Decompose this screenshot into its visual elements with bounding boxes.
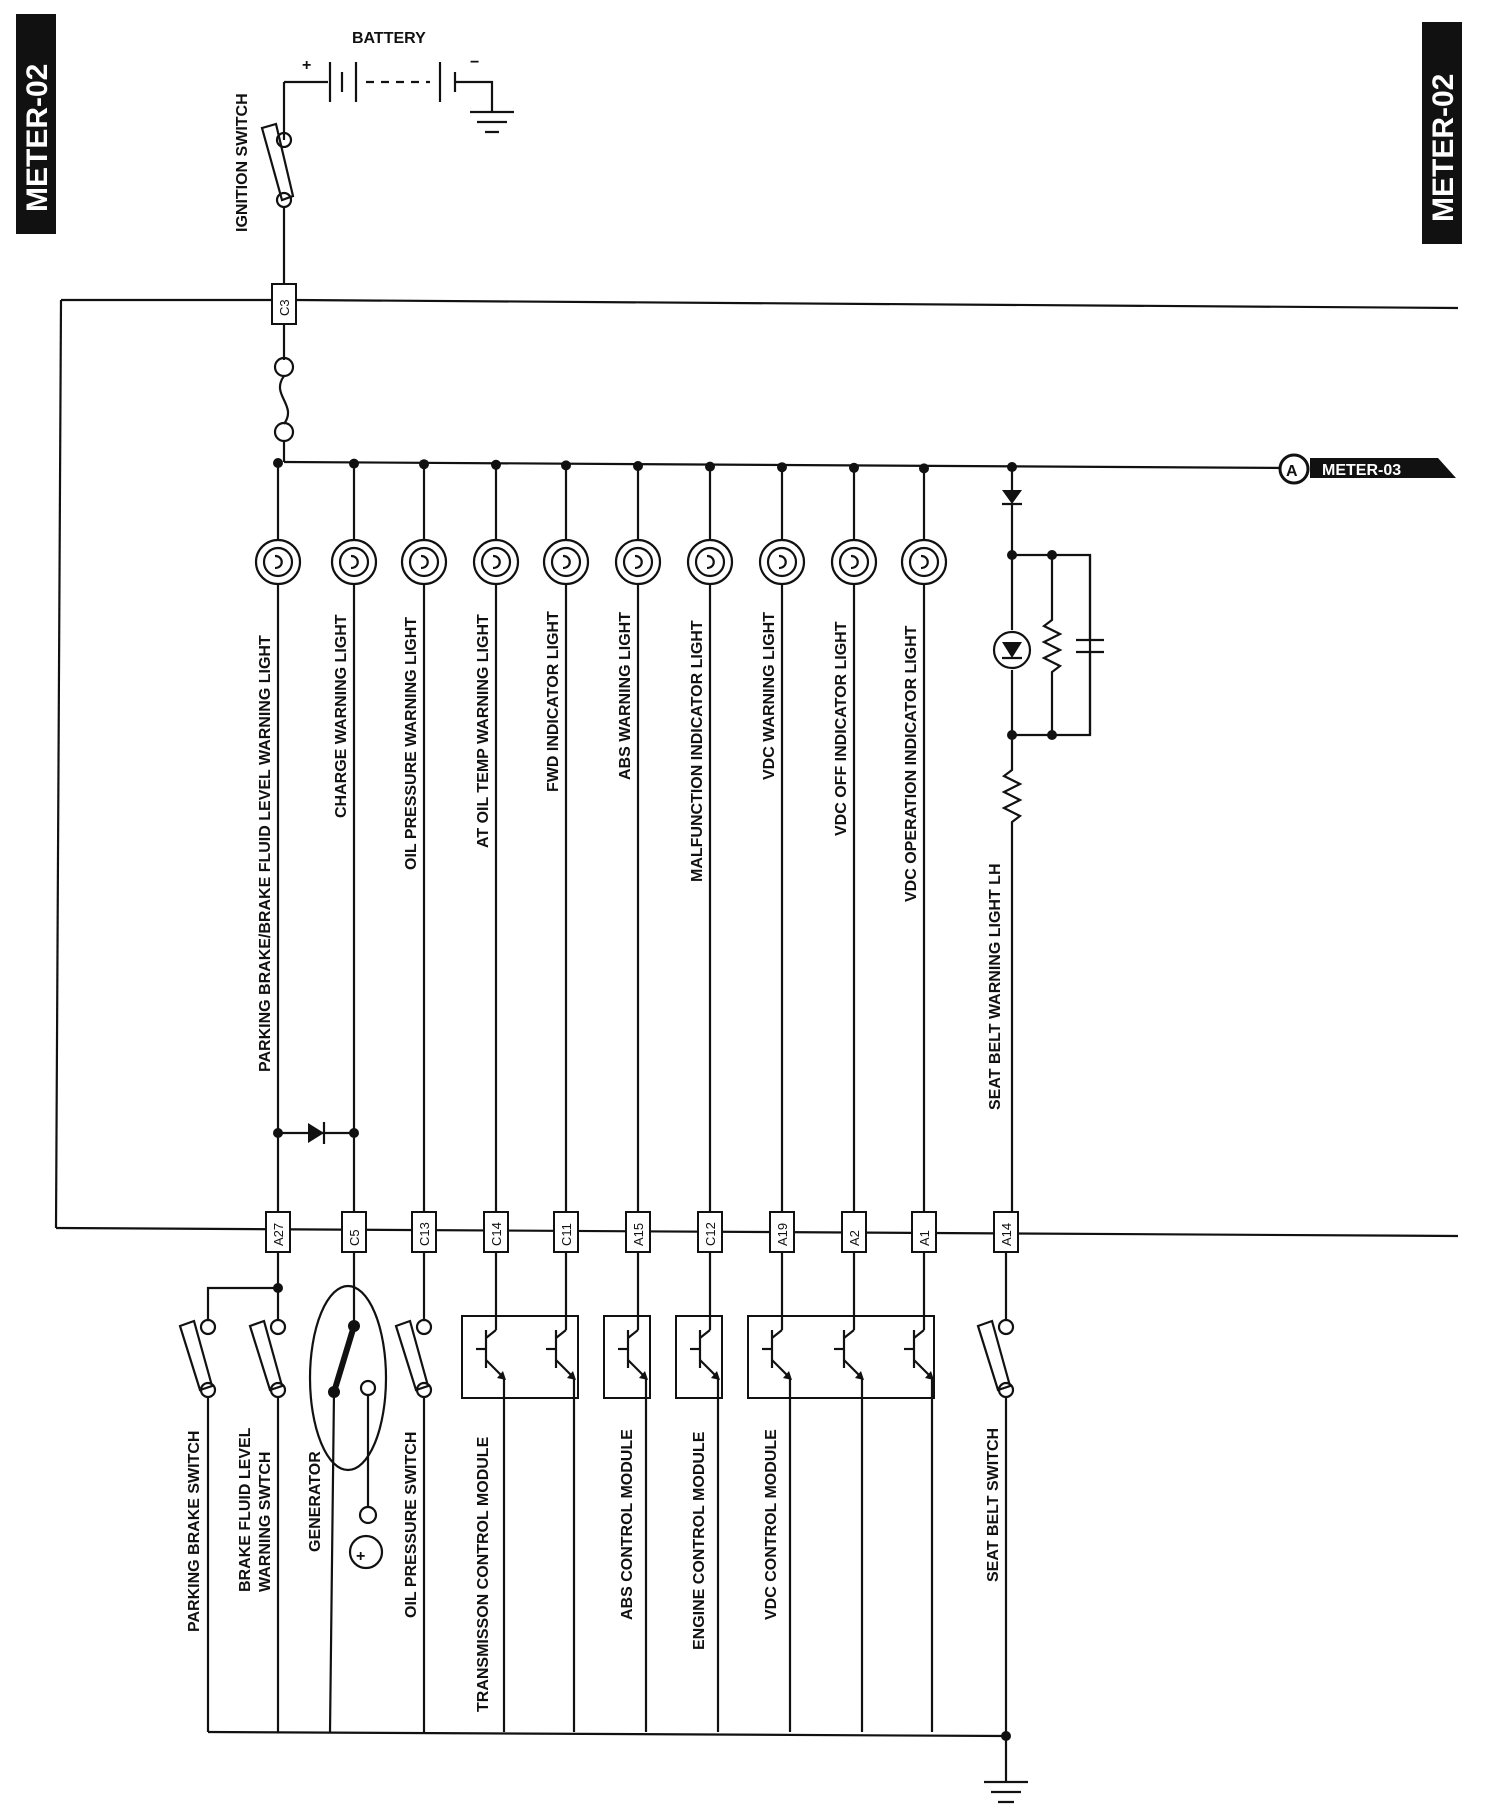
diode-charge-parking xyxy=(273,1122,359,1144)
connector-c14: C14 xyxy=(483,1211,509,1253)
lamp-column-6: ABS WARNING LIGHT xyxy=(614,461,662,1222)
brake-fluid-label-2: WARNING SWTCH xyxy=(257,1452,274,1592)
lamp-column-3: OIL PRESSURE WARNING LIGHT xyxy=(400,459,448,1222)
lamp-column-8: VDC WARNING LIGHT xyxy=(758,462,806,1222)
connector-label: A14 xyxy=(999,1223,1014,1246)
lamp-label-5: FWD INDICATOR LIGHT xyxy=(545,611,562,792)
connector-a2: A2 xyxy=(841,1211,867,1253)
brake-fluid-label-1: BRAKE FLUID LEVEL xyxy=(237,1427,254,1592)
generator-terminal-sign: + xyxy=(356,1548,365,1565)
connector-label: A15 xyxy=(631,1223,646,1246)
offpage-letter: A xyxy=(1286,463,1298,480)
seat-belt-switch-label: SEAT BELT SWITCH xyxy=(985,1428,1002,1582)
engine-control-module-box xyxy=(675,1252,723,1732)
lamp-bulb-icon xyxy=(686,538,734,586)
brake-fluid-level-switch: BRAKE FLUID LEVEL WARNING SWTCH xyxy=(237,1288,287,1732)
connector-c3-label: C3 xyxy=(277,299,292,316)
connector-label: A2 xyxy=(847,1230,862,1246)
connector-label: C13 xyxy=(417,1222,432,1246)
lamp-columns: PARKING BRAKE/BRAKE FLUID LEVEL WARNING … xyxy=(254,458,948,1222)
oil-pressure-switch: OIL PRESSURE SWITCH xyxy=(394,1252,433,1732)
seat-belt-switch: SEAT BELT SWITCH xyxy=(976,1252,1015,1732)
connector-a14: A14 xyxy=(993,1211,1019,1253)
page-tab-left: METER-02 xyxy=(16,14,56,234)
lamp-column-2: CHARGE WARNING LIGHT xyxy=(330,458,378,1222)
abs-module-label: ABS CONTROL MODULE xyxy=(619,1429,636,1620)
offpage-connector-meter-03: A METER-03 xyxy=(1278,453,1456,485)
connector-c5: C5 xyxy=(341,1211,367,1253)
connector-c11: C11 xyxy=(553,1211,579,1253)
bottom-connectors: A27 C5 C13 C14 C11 A15 C12 A19 A2 A1 A14 xyxy=(265,1211,1019,1253)
lamp-label-7: MALFUNCTION INDICATOR LIGHT xyxy=(689,620,706,882)
connector-a15: A15 xyxy=(625,1211,651,1253)
parking-brake-switch: PARKING BRAKE SWITCH xyxy=(178,1252,283,1732)
ignition-switch-symbol: IGNITION SWITCH xyxy=(234,93,295,232)
connector-label: A1 xyxy=(917,1230,932,1246)
connector-label: A27 xyxy=(271,1223,286,1246)
connector-label: C14 xyxy=(489,1222,504,1246)
lamp-label-9: VDC OFF INDICATOR LIGHT xyxy=(833,621,850,836)
connector-a1: A1 xyxy=(911,1211,937,1253)
vdc-module-label: VDC CONTROL MODULE xyxy=(763,1429,780,1620)
battery-symbol: BATTERY + − xyxy=(282,30,514,140)
connector-c13: C13 xyxy=(411,1211,437,1253)
ground-symbol xyxy=(984,1731,1028,1804)
lamp-column-7: MALFUNCTION INDICATOR LIGHT xyxy=(686,461,734,1222)
battery-label: BATTERY xyxy=(352,30,426,47)
fuse-symbol xyxy=(273,324,295,462)
lamp-bulb-icon xyxy=(614,538,662,586)
connector-a27: A27 xyxy=(265,1211,291,1253)
connector-a19: A19 xyxy=(769,1211,795,1253)
lamp-label-8: VDC WARNING LIGHT xyxy=(761,612,778,780)
oil-pressure-switch-label: OIL PRESSURE SWITCH xyxy=(403,1432,420,1618)
lamp-column-5: FWD INDICATOR LIGHT xyxy=(542,460,590,1222)
control-modules xyxy=(461,1252,935,1732)
lamp-column-4: AT OIL TEMP WARNING LIGHT xyxy=(472,459,520,1222)
connector-label: C11 xyxy=(559,1223,574,1246)
seat-belt-light-label: SEAT BELT WARNING LIGHT LH xyxy=(987,864,1004,1111)
lamp-label-3: OIL PRESSURE WARNING LIGHT xyxy=(403,617,420,870)
connector-label: A19 xyxy=(775,1223,790,1246)
lamp-column-1: PARKING BRAKE/BRAKE FLUID LEVEL WARNING … xyxy=(254,458,302,1222)
lamp-bulb-icon xyxy=(758,538,806,586)
lamp-label-1: PARKING BRAKE/BRAKE FLUID LEVEL WARNING … xyxy=(257,635,274,1072)
lamp-label-4: AT OIL TEMP WARNING LIGHT xyxy=(475,614,492,848)
parking-brake-switch-label: PARKING BRAKE SWITCH xyxy=(186,1431,203,1632)
lamp-bulb-icon xyxy=(254,538,302,586)
lamp-bulb-icon xyxy=(400,538,448,586)
lamp-bulb-icon xyxy=(830,538,878,586)
offpage-label: METER-03 xyxy=(1322,462,1401,479)
connector-c12: C12 xyxy=(697,1211,723,1253)
lamp-bulb-icon xyxy=(542,538,590,586)
engine-module-label: ENGINE CONTROL MODULE xyxy=(691,1431,708,1650)
lamp-bulb-icon xyxy=(900,538,948,586)
page-tab-right-text: METER-02 xyxy=(1427,74,1460,222)
battery-minus-sign: − xyxy=(470,54,479,71)
lamp-bulb-icon xyxy=(330,538,378,586)
connector-label: C12 xyxy=(703,1222,718,1246)
lamp-column-9: VDC OFF INDICATOR LIGHT xyxy=(830,462,878,1222)
vdc-control-module-box xyxy=(747,1252,935,1732)
ignition-switch-label: IGNITION SWITCH xyxy=(234,93,251,232)
battery-plus-sign: + xyxy=(302,57,311,74)
abs-control-module-box xyxy=(603,1252,651,1732)
transmission-control-module-box xyxy=(461,1252,579,1732)
generator-symbol: + GENERATOR xyxy=(307,1252,388,1733)
connector-label: C5 xyxy=(347,1229,362,1246)
generator-label: GENERATOR xyxy=(307,1451,324,1552)
lamp-label-2: CHARGE WARNING LIGHT xyxy=(333,614,350,818)
page-tab-left-text: METER-02 xyxy=(21,64,54,212)
connector-c3: C3 xyxy=(271,283,297,325)
lamp-label-6: ABS WARNING LIGHT xyxy=(617,612,634,780)
seat-belt-circuit: SEAT BELT WARNING LIGHT LH xyxy=(987,462,1104,1222)
lamp-column-10: VDC OPERATION INDICATOR LIGHT xyxy=(900,463,948,1222)
transmission-module-label: TRANSMISSON CONTROL MODULE xyxy=(475,1436,492,1712)
lamp-bulb-icon xyxy=(472,538,520,586)
page-tab-right: METER-02 xyxy=(1422,22,1462,244)
lamp-label-10: VDC OPERATION INDICATOR LIGHT xyxy=(903,625,920,902)
